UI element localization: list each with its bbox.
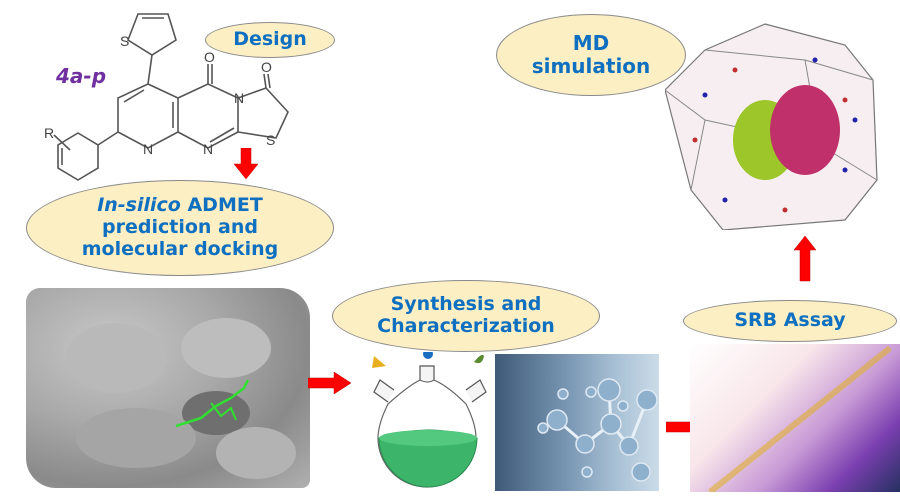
atom-o2: O — [261, 59, 272, 75]
md-line1: MD — [572, 31, 610, 55]
atom-o1: O — [204, 49, 215, 65]
docking-image — [26, 288, 310, 488]
arrow-right-1 — [308, 372, 352, 394]
synthesis-line2: Characterization — [377, 315, 555, 337]
atom-n1: N — [234, 90, 244, 106]
md-bubble: MD simulation — [496, 14, 686, 96]
insilico-italic: In-silico — [97, 194, 181, 217]
synthesis-bubble: Synthesis and Characterization — [332, 280, 600, 352]
atom-s-thiophene: S — [120, 33, 129, 49]
atom-r: R — [44, 125, 54, 141]
insilico-line1: In-silico ADMET — [97, 194, 263, 217]
arrow-up — [794, 236, 816, 282]
insilico-bubble: In-silico ADMET prediction and molecular… — [26, 180, 334, 276]
arrow-down — [234, 148, 258, 180]
srb-bubble: SRB Assay — [683, 300, 897, 342]
synthesis-line1: Synthesis and — [390, 293, 542, 316]
srb-plate-image — [690, 344, 900, 492]
ligand-icon — [175, 379, 250, 428]
molecule-image — [495, 354, 659, 491]
md-line2: simulation — [531, 54, 651, 78]
design-bubble: Design — [205, 22, 335, 58]
insilico-admet: ADMET — [180, 194, 263, 217]
atom-s-thiazole: S — [266, 132, 275, 148]
insilico-line3: molecular docking — [81, 237, 279, 260]
insilico-line2: prediction and — [102, 216, 258, 239]
chemical-structure: S O O N N N S R — [44, 13, 289, 181]
three-neck-flask-icon — [372, 352, 487, 488]
compound-label: 4a-p — [56, 64, 107, 88]
design-label: Design — [233, 28, 307, 51]
atom-n3: N — [203, 141, 213, 157]
srb-label: SRB Assay — [734, 309, 846, 332]
md-simulation-box — [665, 23, 878, 230]
atom-n2: N — [143, 141, 153, 157]
